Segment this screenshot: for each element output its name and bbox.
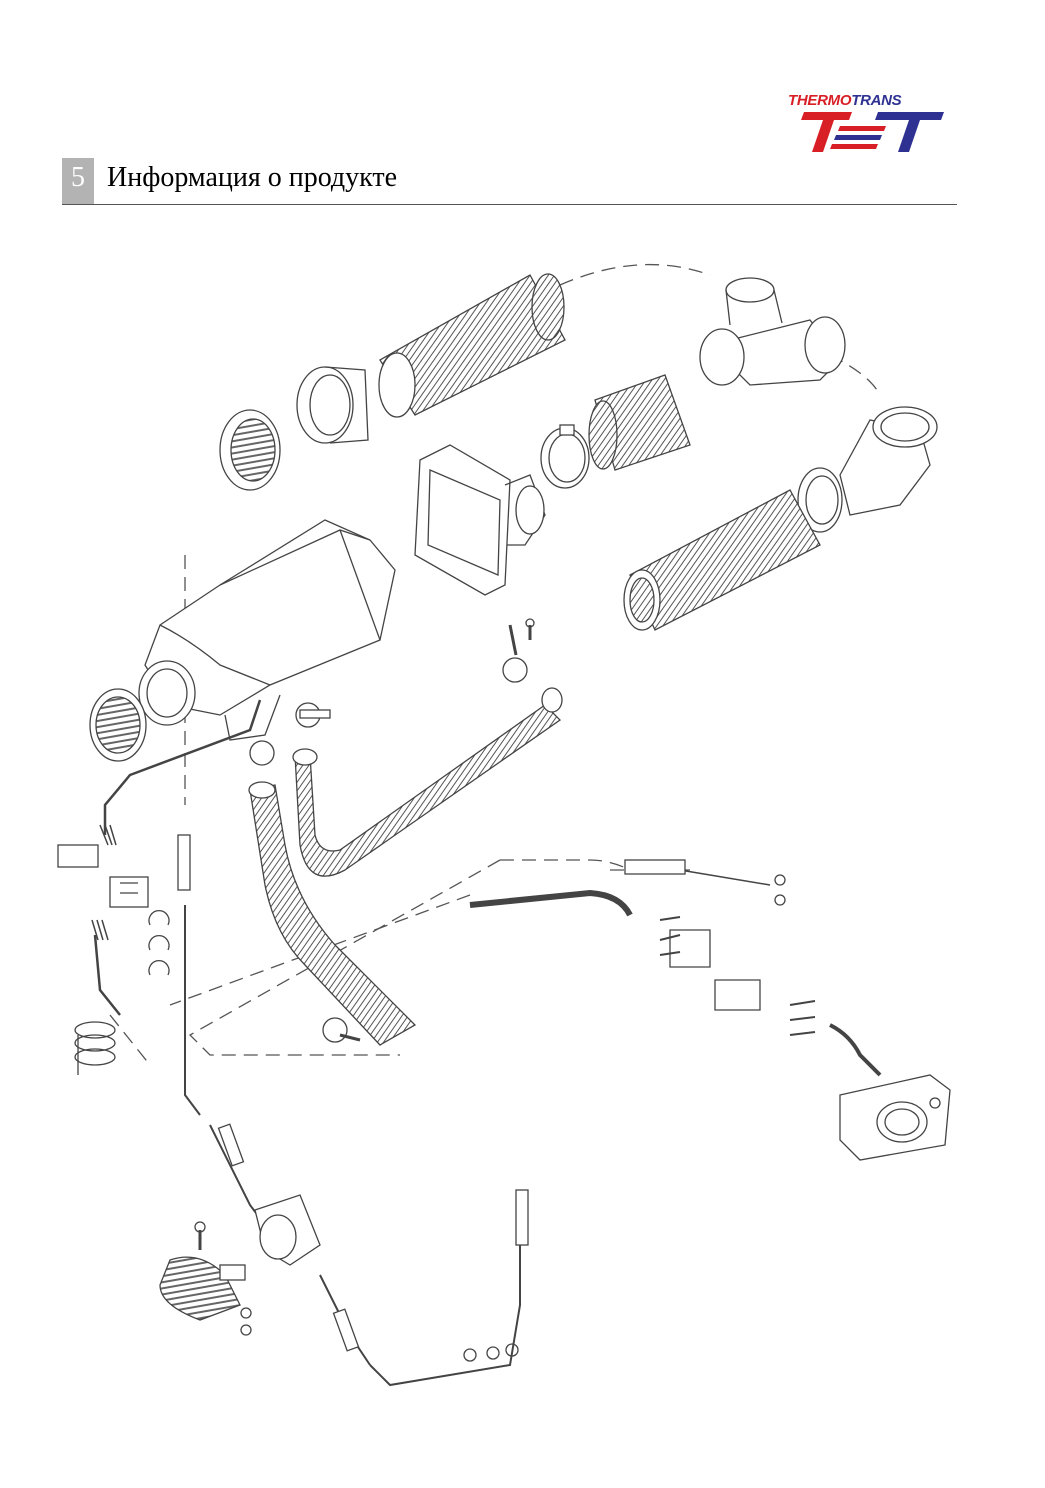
- fuel-line: [177, 834, 529, 1387]
- hot-air-hose: [378, 273, 566, 418]
- wiring-harness: [93, 699, 882, 1077]
- air-heater: [138, 519, 396, 741]
- t-piece: [699, 277, 846, 386]
- section-number: 5: [62, 158, 94, 204]
- section-header: 5 Информация о продукте: [62, 158, 957, 205]
- tet-logo-icon: [801, 112, 944, 152]
- fuel-pump: [159, 1194, 321, 1321]
- outlet-ring: [296, 366, 369, 444]
- combustion-air-hose: [248, 781, 417, 1046]
- thermotrans-logo: THERMOTRANS: [788, 92, 954, 156]
- exhaust-pipe: [292, 687, 563, 877]
- hose-clamp: [540, 424, 590, 489]
- logo-wordmark-thermo: THERMO: [788, 92, 852, 109]
- screw: [194, 618, 535, 1362]
- control-unit: [839, 1074, 951, 1161]
- exploded-parts-diagram: [57, 263, 951, 1387]
- air-intake-grille: [89, 688, 147, 762]
- connector: [57, 844, 761, 1011]
- pipe-clip: [249, 624, 528, 1043]
- logo-wordmark-trans: TRANS: [851, 92, 902, 109]
- outlet-grille: [219, 409, 281, 491]
- page-title: Информация о продукте: [107, 162, 398, 193]
- mounting-frame: [414, 444, 546, 596]
- elbow-piece: [797, 406, 938, 533]
- logo-wordmark: THERMOTRANS: [788, 92, 902, 109]
